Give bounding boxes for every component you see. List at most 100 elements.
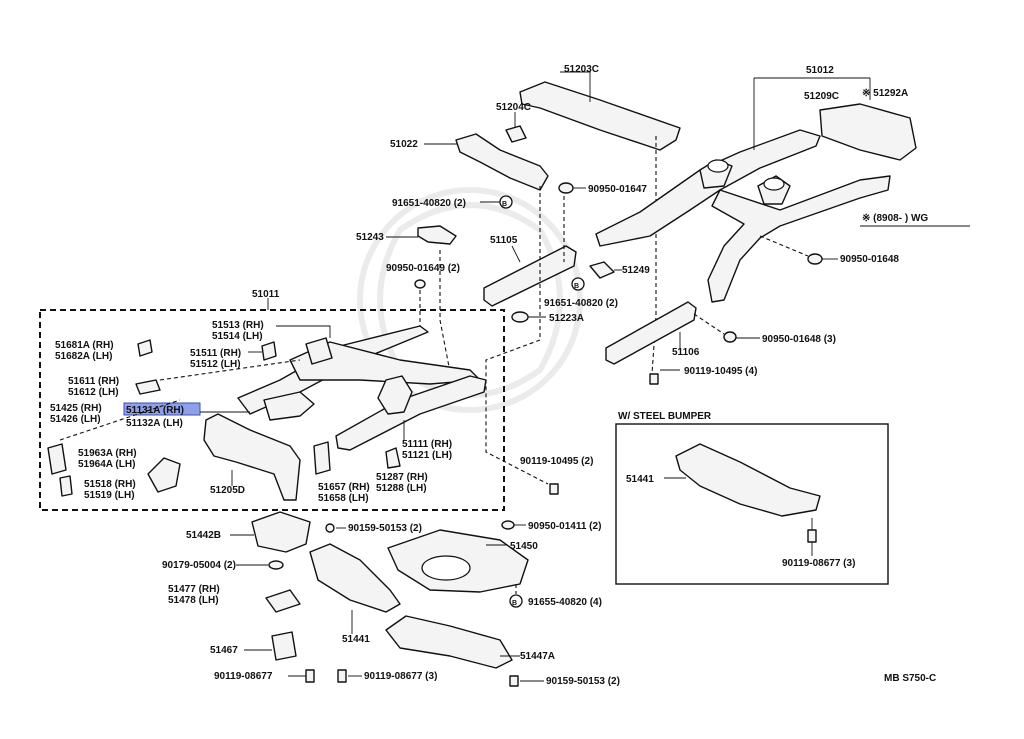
part-51105[interactable] [483,245,577,307]
part-51022[interactable] [424,133,549,191]
part-51611[interactable] [135,379,161,395]
label-90119-10495-2: 90119-10495 (2) [520,456,593,467]
watermark-logo [357,187,583,413]
label-90950-01648-3: 90950-01648 (3) [762,334,836,345]
part-51249[interactable] [589,261,622,279]
label-91651-40820-top: 91651-40820 (2) [392,198,466,209]
part-90950-01648[interactable] [759,235,838,265]
label-51963A: 51963A (RH) [78,448,137,459]
part-51963A[interactable] [47,399,181,493]
label-51511: 51511 (RH) [190,348,241,359]
label-51478: 51478 (LH) [168,595,219,606]
part-51209C[interactable] [819,103,917,161]
part-90119-08677[interactable] [288,669,315,683]
part-51205D[interactable] [203,391,315,501]
label-51514: 51514 (LH) [212,331,263,342]
part-51223A[interactable] [511,311,546,323]
label-51249: 51249 [622,265,650,276]
label-51477: 51477 (RH) [168,584,220,595]
diagram-reference-code: MB S750-C [884,673,936,684]
part-90159-50153-2[interactable] [325,523,346,533]
label-51287: 51287 (RH) [376,472,428,483]
label-90159-50153-2: 90159-50153 (2) [348,523,422,534]
part-90119-08677-steel[interactable] [807,518,817,556]
label-51292A: ※ 51292A [862,88,908,99]
part-51441[interactable] [309,543,401,634]
label-51512: 51512 (LH) [190,359,241,370]
b-symbol-mid-letter: B [574,283,579,290]
label-51611: 51611 (RH) [68,376,119,387]
part-90950-01649[interactable] [414,279,426,289]
label-91651-40820-mid: 91651-40820 (2) [544,298,618,309]
part-51011-subframe[interactable] [237,325,487,451]
part-51477[interactable] [265,589,301,613]
inset-steel-bumper-title: W/ STEEL BUMPER [618,411,712,422]
label-51243: 51243 [356,232,384,243]
part-90119-10495-2[interactable] [549,483,559,495]
label-51426: 51426 (LH) [50,414,101,425]
label-51657: 51657 (RH) [318,482,370,493]
label-51425: 51425 (RH) [50,403,102,414]
label-90159-50153-2b: 90159-50153 (2) [546,676,620,687]
label-51288: 51288 (LH) [376,483,427,494]
part-51518[interactable] [59,475,73,497]
b-symbol-bottom-letter: B [512,600,517,607]
label-51681A: 51681A (RH) [55,340,114,351]
part-51513[interactable] [276,325,333,365]
label-51131A[interactable]: 51131A (RH) [126,405,184,416]
label-51513: 51513 (RH) [212,320,264,331]
b-symbol-bottom [509,594,523,608]
part-90119-10495-4[interactable] [649,369,680,385]
part-90119-08677-3[interactable] [337,669,362,683]
label-51964A: 51964A (LH) [78,459,135,470]
label-51204C: 51204C [496,102,531,113]
part-51467[interactable] [244,631,297,661]
part-90950-01411[interactable] [501,520,526,530]
part-90950-01647[interactable] [558,182,586,194]
part-90159-50153-2b[interactable] [509,675,544,687]
label-90950-01411: 90950-01411 (2) [528,521,601,532]
part-51106[interactable] [605,301,697,365]
label-51682A: 51682A (LH) [55,351,112,362]
label-90950-01649: 90950-01649 (2) [386,263,460,274]
part-51243[interactable] [386,225,457,245]
label-51209C: 51209C [804,91,839,102]
label-51447A: 51447A [520,651,555,662]
label-90119-10495-4: 90119-10495 (4) [684,366,757,377]
label-51105: 51105 [490,235,518,246]
label-51121: 51121 (LH) [402,450,452,461]
label-51658: 51658 (LH) [318,493,369,504]
label-51011: 51011 [252,289,280,300]
label-51132A: 51132A (LH) [126,418,183,429]
part-51287[interactable] [385,447,401,469]
b-symbol-mid [571,277,585,291]
group-box-51011 [39,309,505,511]
label-90950-01647: 90950-01647 [588,184,647,195]
label-51012: 51012 [806,65,834,76]
part-51681A[interactable] [137,339,153,357]
label-51441: 51441 [342,634,370,645]
label-51205D: 51205D [210,485,245,496]
part-51442B[interactable] [230,511,311,553]
label-51450: 51450 [510,541,538,552]
part-51447A[interactable] [385,615,520,669]
part-51441-steel[interactable] [664,443,821,517]
label-51518: 51518 (RH) [84,479,136,490]
label-8908-wg: ※ (8908- ) WG [862,213,928,224]
part-90950-01648-3[interactable] [693,313,760,343]
label-51467: 51467 [210,645,238,656]
part-51657[interactable] [313,441,331,475]
part-90179-05004[interactable] [236,560,284,570]
part-51012-frame[interactable] [595,77,891,303]
label-51519: 51519 (LH) [84,490,135,501]
part-51450[interactable] [387,529,529,593]
b-symbol-top-letter: B [502,201,507,208]
label-51223A: 51223A [549,313,584,324]
label-91655-40820: 91655-40820 (4) [528,597,602,608]
label-51111: 51111 (RH) [402,439,452,450]
part-51511[interactable] [248,341,277,361]
part-51204C[interactable] [505,112,527,143]
part-51203C[interactable] [519,71,681,151]
label-90119-08677-steel: 90119-08677 (3) [782,558,855,569]
